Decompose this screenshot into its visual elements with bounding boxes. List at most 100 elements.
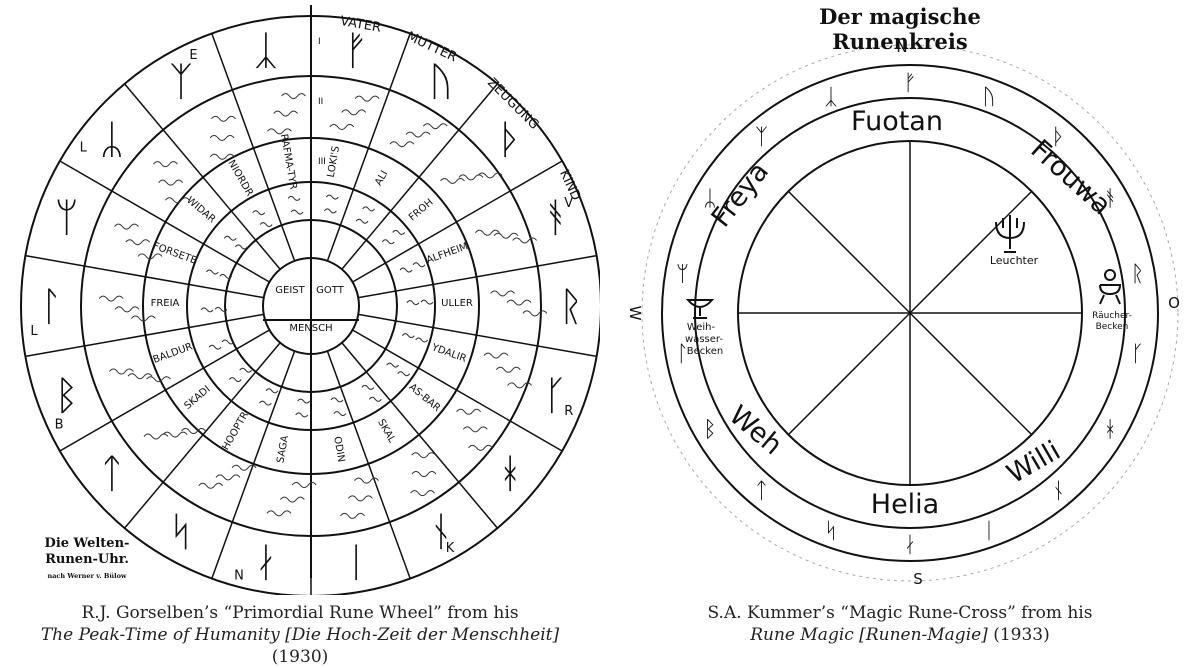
wheel-spoke <box>358 254 597 299</box>
wheel-deity-name: FROH <box>407 197 436 223</box>
wheel-outer-rune: ᚠ <box>344 28 368 74</box>
wheel-spoke <box>211 350 296 579</box>
wheel-title-line3: nach Werner v. Bülow <box>47 572 127 580</box>
candelabra-icon <box>995 215 1025 253</box>
wheel-deity-name: YDALIR <box>429 342 468 365</box>
handwritten-annotation <box>223 235 237 241</box>
wheel-spoke <box>211 33 296 262</box>
circle-outer-rune: ᚦ <box>1052 125 1065 150</box>
wheel-rim-letter: V <box>564 196 573 211</box>
handwritten-annotation <box>440 177 465 184</box>
left-caption-title: The Peak-Time of Humanity [Die Hoch-Zeit… <box>40 625 560 645</box>
wheel-outer-rune: ᚾ <box>429 509 453 555</box>
candelabra-label: Leuchter <box>990 254 1039 267</box>
circle-outer-rune: ᛦ <box>703 187 716 212</box>
handwritten-annotation <box>114 306 140 313</box>
circle-outer-rune: ᚾ <box>1052 479 1065 504</box>
wheel-deity-name: ODIN <box>331 436 346 464</box>
wheel-rim-letter: B <box>55 417 64 432</box>
handwritten-annotation <box>267 128 292 135</box>
handwritten-annotation <box>114 223 139 230</box>
handwritten-annotation <box>340 512 365 519</box>
handwritten-annotation <box>131 315 156 322</box>
wheel-spoke <box>124 342 281 529</box>
wheel-spoke <box>124 83 281 270</box>
handwritten-annotation <box>153 161 178 168</box>
wheel-rim-letter: L <box>80 141 88 156</box>
handwritten-annotation <box>420 299 434 305</box>
outer-dashed-circle <box>641 44 1179 582</box>
handwritten-annotation <box>198 482 224 489</box>
wheel-rim-letter: L <box>30 324 38 339</box>
incense-label-1: Räucher- <box>1092 311 1132 321</box>
handwritten-annotation <box>258 400 272 406</box>
handwritten-annotation <box>108 368 134 375</box>
wheel-deity-name: NIORDR <box>225 158 255 198</box>
wheel-outer-rune: ᚦ <box>498 117 522 163</box>
name-frouwa: Frouwa <box>1025 134 1117 222</box>
right-caption: S.A. Kummer’s “Magic Rune-Cross” from hi… <box>620 602 1180 646</box>
handwritten-annotation <box>146 376 171 383</box>
circle-outer-rune: ᛏ <box>755 479 768 504</box>
handwritten-annotation <box>389 141 415 148</box>
handwritten-annotation <box>290 209 304 215</box>
wheel-spoke <box>59 160 270 283</box>
handwritten-annotation <box>397 371 411 377</box>
handwritten-annotation <box>410 490 435 497</box>
handwritten-annotation <box>125 239 151 246</box>
wheel-outer-rune: ᛚ <box>39 284 63 330</box>
wheel-deity-name: ULLER <box>441 298 473 309</box>
wheel-spoke <box>25 313 264 358</box>
handwritten-annotation <box>462 426 488 433</box>
handwritten-annotation <box>239 367 253 373</box>
wheel-spoke <box>59 329 270 452</box>
handwritten-annotation <box>354 477 379 484</box>
wheel-outer-rune: ᛋ <box>169 509 193 555</box>
handwritten-annotation <box>386 362 400 368</box>
wheel-outer-rune: ᛘ <box>55 195 79 241</box>
wheel-outer-rune: ᚱ <box>559 284 583 330</box>
circle-outer-rune: ᚴ <box>1131 342 1144 367</box>
handwritten-annotation <box>200 307 214 313</box>
circle-outer-rune: ᚼ <box>1103 418 1116 443</box>
water-label-3: Becken <box>687 346 723 357</box>
outer-ring <box>661 64 1159 562</box>
wheel-rim-letter: E <box>189 48 197 63</box>
circle-outer-rune: ᛋ <box>824 519 837 544</box>
handwritten-annotation <box>411 452 437 459</box>
wheel-outer-rune: ᚴ <box>543 373 567 419</box>
handwritten-annotation <box>361 384 375 390</box>
handwritten-annotation <box>415 337 429 343</box>
handwritten-annotation <box>323 208 337 214</box>
wheel-spoke <box>341 83 498 270</box>
circle-outer-rune: ᚢ <box>982 85 995 110</box>
wheel-outer-rune: ᚬ <box>543 195 567 241</box>
circle-outer-rune: ᛁ <box>982 519 995 544</box>
handwritten-annotation <box>456 408 482 415</box>
wheel-spoke <box>341 342 498 529</box>
right-caption-year: (1933) <box>987 625 1050 645</box>
wheel-deity-name: AS-BAR <box>407 382 443 414</box>
handwritten-annotation <box>209 135 235 141</box>
handwritten-annotation <box>468 444 493 451</box>
handwritten-annotation <box>333 411 347 417</box>
wheel-outer-rune: ᛅ <box>254 540 278 586</box>
handwritten-annotation <box>411 471 437 477</box>
wheel-deity-name: RAFMA-TYR <box>278 133 299 190</box>
circle-outer-rune: ᛉ <box>755 125 768 150</box>
wheel-outer-rune: ᛣ <box>254 28 278 74</box>
name-weh: Weh <box>723 400 788 462</box>
handwritten-annotation <box>181 428 206 435</box>
handwritten-annotation <box>512 237 538 244</box>
name-helia: Helia <box>871 489 939 520</box>
compass-north: N <box>896 38 907 56</box>
handwritten-annotation <box>164 197 190 204</box>
center-geist-label: GEIST <box>275 285 305 296</box>
handwritten-annotation <box>368 396 382 402</box>
handwritten-annotation <box>341 109 367 116</box>
circle-outer-rune: ᛒ <box>703 418 716 443</box>
handwritten-annotation <box>158 179 184 186</box>
handwritten-annotation <box>209 153 235 160</box>
right-caption-line1: S.A. Kummer’s “Magic Rune-Cross” from hi… <box>707 603 1093 623</box>
